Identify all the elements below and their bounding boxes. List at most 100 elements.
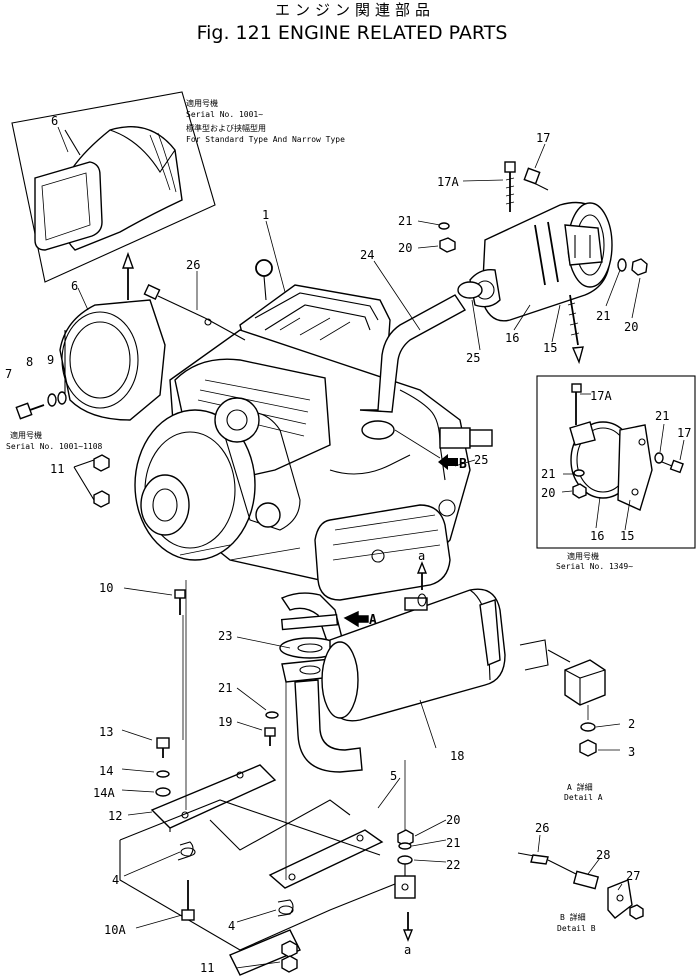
- inset-duct-standard: [11, 91, 216, 283]
- bolt-7: [15, 402, 45, 420]
- washer-21-top: [438, 222, 450, 230]
- callout-23: 23: [218, 629, 232, 643]
- spacer-4-right: [277, 899, 294, 917]
- bracket-12: [150, 764, 277, 832]
- bolt-17: [523, 167, 549, 191]
- nut-20-right: [631, 258, 648, 276]
- callout-19: 19: [218, 715, 232, 729]
- washer-8: [47, 393, 57, 407]
- spacer-4-left: [177, 841, 196, 861]
- callout-20-inset: 20: [541, 486, 555, 500]
- arrow-up-left: [122, 251, 134, 300]
- callout-21-top: 21: [398, 214, 412, 228]
- callout-5: 5: [390, 769, 397, 783]
- callout-1: 1: [262, 208, 269, 222]
- duct-6-lower: [59, 299, 166, 421]
- callout-21-inset-r: 21: [655, 409, 669, 423]
- base-frame: [119, 799, 416, 976]
- title-english: Fig. 121 ENGINE RELATED PARTS: [197, 22, 508, 44]
- callout-7: 7: [5, 367, 12, 381]
- callout-25-mid: 25: [474, 453, 488, 467]
- washer-21-mid: [265, 711, 279, 719]
- washer-14: [156, 770, 170, 778]
- inset-top-note-3: 標準型および挟幅型用: [186, 123, 266, 133]
- callout-17a-inset: 17A: [590, 389, 612, 403]
- callout-27: 27: [626, 869, 640, 883]
- inset-top-note-2: Serial No. 1001~: [186, 110, 263, 119]
- callout-26-top: 26: [186, 258, 200, 272]
- callout-20-top: 20: [398, 241, 412, 255]
- marker-a-bottom: a: [404, 943, 411, 957]
- detail-a-label-en: Detail A: [564, 793, 603, 802]
- section-a-bottom-arrow: [402, 912, 414, 942]
- leader-lines: [57, 126, 685, 969]
- stud-15: [567, 294, 584, 365]
- callout-3: 3: [628, 745, 635, 759]
- callout-13: 13: [99, 725, 113, 739]
- callout-6-lower: 6: [71, 279, 78, 293]
- bolt-13: [156, 737, 170, 758]
- callout-16-inset: 16: [590, 529, 604, 543]
- callout-17a-top: 17A: [437, 175, 459, 189]
- bolt-10: [174, 589, 186, 740]
- callout-4-right: 4: [228, 919, 235, 933]
- cable-26: [143, 284, 246, 341]
- right-note-1: 適用号機: [567, 551, 599, 561]
- callout-6-inset: 6: [51, 114, 58, 128]
- callout-14: 14: [99, 764, 113, 778]
- section-a-top-arrow: [416, 561, 428, 590]
- hose-clamp-25-top: [457, 281, 483, 299]
- callout-17-inset: 17: [677, 426, 691, 440]
- callout-9: 9: [47, 353, 54, 367]
- bolt-19: [264, 727, 276, 746]
- inset-top-note-1: 適用号機: [186, 98, 218, 108]
- marker-arrow-a: A: [369, 613, 377, 628]
- detail-b-label-en: Detail B: [557, 924, 596, 933]
- air-cleaner: [469, 201, 613, 322]
- callout-11-lower: 11: [200, 961, 214, 975]
- callout-21-mid: 21: [218, 681, 232, 695]
- nut-20-top: [439, 237, 456, 253]
- callout-14a: 14A: [93, 786, 115, 800]
- callout-18: 18: [450, 749, 464, 763]
- callout-28: 28: [596, 848, 610, 862]
- callout-10: 10: [99, 581, 113, 595]
- marker-arrow-b: B: [459, 457, 467, 472]
- title-japanese: エンジン関連部品: [275, 1, 435, 19]
- washer-14a: [155, 787, 171, 797]
- callout-12: 12: [108, 809, 122, 823]
- callout-17-top: 17: [536, 131, 550, 145]
- callout-2: 2: [628, 717, 635, 731]
- nut-20-lower: [397, 829, 414, 847]
- detail-a: [519, 639, 606, 757]
- inset-air-cleaner-1349: [536, 375, 696, 549]
- inset-top-note-4: For Standard Type And Narrow Type: [186, 135, 345, 144]
- detail-b-label-jp: B 詳細: [560, 912, 586, 922]
- washer-9: [57, 391, 67, 405]
- assembly-lines: [185, 580, 406, 880]
- callout-21-lower: 21: [446, 836, 460, 850]
- callout-16-top: 16: [505, 331, 519, 345]
- callout-24: 24: [360, 248, 374, 262]
- bracket-5: [268, 829, 384, 889]
- bolt-10a: [181, 880, 195, 921]
- callout-22: 22: [446, 858, 460, 872]
- washer-21-lower: [398, 842, 412, 850]
- nuts-11-upper: [73, 454, 110, 508]
- callout-8: 8: [26, 355, 33, 369]
- callout-25-top: 25: [466, 351, 480, 365]
- bolt-17a: [504, 161, 516, 212]
- view-arrow-b: [438, 454, 458, 470]
- callout-10a: 10A: [104, 923, 126, 937]
- callout-21-inset-l: 21: [541, 467, 555, 481]
- detail-a-label-jp: A 詳細: [567, 782, 593, 792]
- left-note-1: 適用号機: [10, 430, 42, 440]
- engine-assembly: [134, 259, 493, 601]
- view-arrow-a: [343, 610, 369, 628]
- muffler-18: [321, 588, 506, 722]
- left-note-2: Serial No. 1001~1108: [6, 442, 103, 451]
- callout-20-right: 20: [624, 320, 638, 334]
- callout-11-upper: 11: [50, 462, 64, 476]
- washer-21-right: [617, 258, 627, 272]
